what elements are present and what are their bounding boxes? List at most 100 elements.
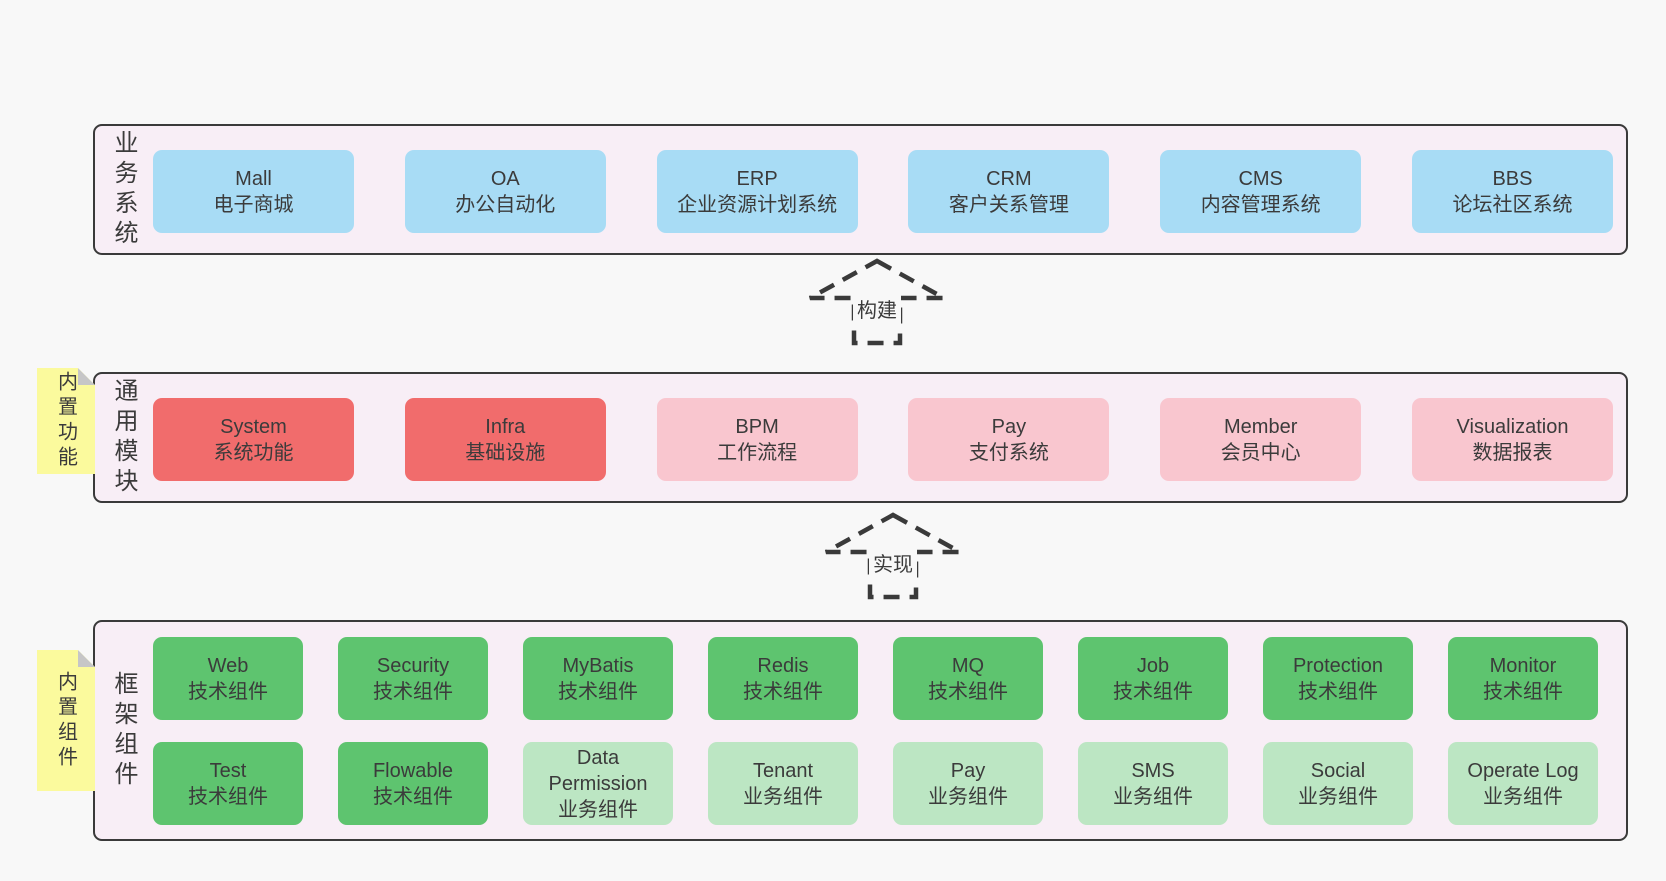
box-subtitle: 业务组件	[1483, 785, 1563, 808]
box-subtitle: 内容管理系统	[1200, 193, 1321, 216]
box-subtitle: 企业资源计划系统	[677, 193, 838, 216]
box-title: BBS	[1492, 167, 1533, 190]
box-subtitle: 电子商城	[213, 193, 294, 216]
box-subtitle: 技术组件	[373, 680, 453, 703]
box-mall: Mall 电子商城	[153, 150, 354, 233]
box-title: Member	[1224, 415, 1298, 438]
box-subtitle: 业务组件	[743, 785, 823, 808]
band-common-modules: 通用模块 System 系统功能 Infra 基础设施 BPM 工作流程 Pay…	[93, 372, 1628, 503]
box-security: Security 技术组件	[338, 637, 488, 720]
box-subtitle: 支付系统	[968, 441, 1049, 464]
box-title: Pay	[950, 759, 986, 782]
box-subtitle: 业务组件	[1298, 785, 1378, 808]
sticky-note-text: 内置功能	[54, 371, 77, 471]
box-erp: ERP 企业资源计划系统	[656, 150, 858, 233]
box-title: Test	[209, 759, 247, 782]
box-job: Job 技术组件	[1078, 637, 1228, 720]
box-subtitle: 客户关系管理	[948, 193, 1069, 216]
box-title: MyBatis	[562, 654, 634, 677]
box-subtitle: 业务组件	[558, 798, 638, 821]
box-operate-log: Operate Log 业务组件	[1448, 742, 1598, 825]
box-member: Member 会员中心	[1160, 398, 1362, 481]
framework-row-2: Test 技术组件 Flowable 技术组件 Data Permission …	[153, 742, 1598, 825]
box-title: CMS	[1238, 167, 1283, 190]
box-subtitle: 业务组件	[928, 785, 1008, 808]
box-title: Web	[207, 654, 249, 677]
box-subtitle: 技术组件	[373, 785, 453, 808]
box-pay-component: Pay 业务组件	[893, 742, 1043, 825]
box-title: Infra	[485, 415, 526, 438]
box-subtitle: 办公自动化	[455, 193, 556, 216]
box-subtitle: 技术组件	[928, 680, 1008, 703]
band-label-common-modules: 通用模块	[110, 377, 137, 498]
box-data-permission: Data Permission 业务组件	[523, 742, 673, 825]
box-title: Flowable	[372, 759, 454, 782]
arrow-label-build: 构建	[853, 293, 901, 324]
box-test: Test 技术组件	[153, 742, 303, 825]
box-subtitle: 技术组件	[188, 680, 268, 703]
box-social: Social 业务组件	[1263, 742, 1413, 825]
box-title: Data Permission	[548, 746, 648, 795]
band-business-systems: 业务系统 Mall 电子商城 OA 办公自动化 ERP 企业资源计划系统 CRM…	[93, 124, 1628, 255]
box-subtitle: 基础设施	[465, 441, 546, 464]
box-title: Redis	[757, 654, 809, 677]
box-tenant: Tenant 业务组件	[708, 742, 858, 825]
box-title: Monitor	[1489, 654, 1557, 677]
box-protection: Protection 技术组件	[1263, 637, 1413, 720]
box-title: Visualization	[1456, 415, 1569, 438]
box-web: Web 技术组件	[153, 637, 303, 720]
box-subtitle: 系统功能	[213, 441, 294, 464]
box-pay-module: Pay 支付系统	[908, 398, 1110, 481]
box-title: System	[220, 415, 287, 438]
box-redis: Redis 技术组件	[708, 637, 858, 720]
dashed-up-arrow-icon	[808, 258, 946, 346]
box-bpm: BPM 工作流程	[656, 398, 858, 481]
box-cms: CMS 内容管理系统	[1160, 150, 1362, 233]
box-subtitle: 技术组件	[1483, 680, 1563, 703]
box-oa: OA 办公自动化	[404, 150, 606, 233]
dashed-up-arrow-icon	[824, 512, 962, 600]
band-label-framework-components: 框架组件	[110, 670, 137, 791]
box-subtitle: 论坛社区系统	[1452, 193, 1573, 216]
folded-corner-icon	[78, 368, 95, 385]
sticky-note-builtin-features: 内置功能	[37, 368, 95, 474]
box-subtitle: 技术组件	[188, 785, 268, 808]
box-subtitle: 会员中心	[1220, 441, 1301, 464]
box-title: SMS	[1131, 759, 1175, 782]
box-subtitle: 业务组件	[1113, 785, 1193, 808]
box-title: Protection	[1292, 654, 1384, 677]
box-subtitle: 技术组件	[1298, 680, 1378, 703]
box-title: Mall	[235, 167, 272, 190]
box-infra: Infra 基础设施	[404, 398, 606, 481]
box-subtitle: 技术组件	[743, 680, 823, 703]
box-subtitle: 数据报表	[1472, 441, 1553, 464]
box-title: Tenant	[752, 759, 814, 782]
sticky-note-builtin-components: 内置组件	[37, 650, 95, 791]
box-monitor: Monitor 技术组件	[1448, 637, 1598, 720]
box-flowable: Flowable 技术组件	[338, 742, 488, 825]
business-systems-row: Mall 电子商城 OA 办公自动化 ERP 企业资源计划系统 CRM 客户关系…	[153, 150, 1613, 233]
box-bbs: BBS 论坛社区系统	[1411, 150, 1613, 233]
box-title: Job	[1136, 654, 1170, 677]
framework-row-1: Web 技术组件 Security 技术组件 MyBatis 技术组件 Redi…	[153, 637, 1598, 720]
box-title: ERP	[736, 167, 778, 190]
box-sms: SMS 业务组件	[1078, 742, 1228, 825]
arrow-label-implement: 实现	[869, 547, 917, 578]
common-modules-row: System 系统功能 Infra 基础设施 BPM 工作流程 Pay 支付系统…	[153, 398, 1613, 481]
box-mybatis: MyBatis 技术组件	[523, 637, 673, 720]
box-title: OA	[490, 167, 520, 190]
box-mq: MQ 技术组件	[893, 637, 1043, 720]
box-title: Security	[376, 654, 450, 677]
box-subtitle: 技术组件	[1113, 680, 1193, 703]
box-subtitle: 技术组件	[558, 680, 638, 703]
box-title: Pay	[991, 415, 1027, 438]
box-title: CRM	[986, 167, 1032, 190]
box-system: System 系统功能	[153, 398, 354, 481]
box-title: Operate Log	[1467, 759, 1579, 782]
sticky-note-text: 内置组件	[54, 670, 77, 771]
box-title: BPM	[735, 415, 779, 438]
band-label-business-systems: 业务系统	[110, 129, 137, 250]
box-visualization: Visualization 数据报表	[1411, 398, 1613, 481]
build-arrow: 构建	[807, 258, 947, 346]
